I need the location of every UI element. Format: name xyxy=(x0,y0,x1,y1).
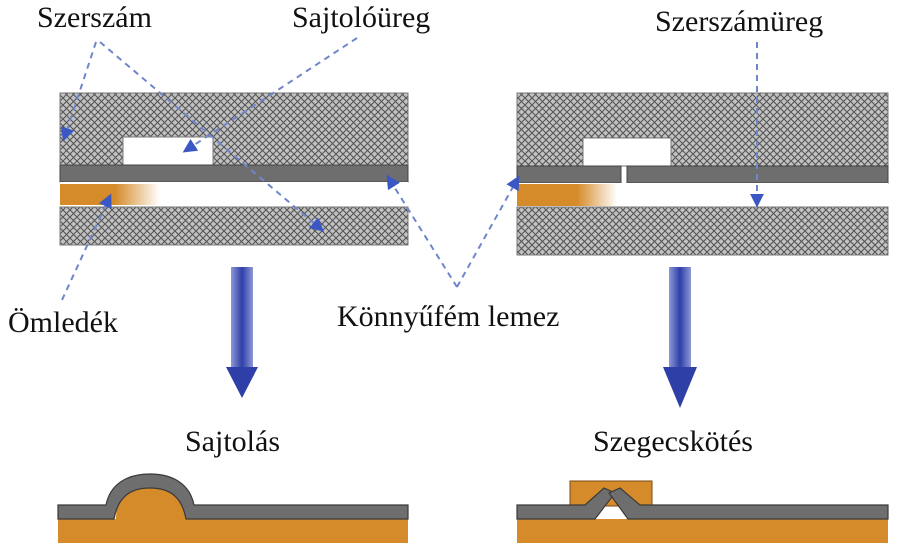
left-melt xyxy=(60,184,160,205)
left-tool-assembly xyxy=(59,92,409,246)
leader-melt xyxy=(61,193,112,301)
pressing-sheet xyxy=(57,473,409,520)
label-tool: Szerszám xyxy=(37,1,152,34)
leader-sheet-right xyxy=(456,175,520,288)
process-arrow-left xyxy=(226,267,258,398)
right-tool-cavity xyxy=(582,137,672,167)
label-press-cavity: Sajtolóüreg xyxy=(292,1,430,34)
pressing-result xyxy=(57,473,409,543)
pressing-melt-base xyxy=(58,519,408,543)
label-melt: Ömledék xyxy=(8,306,118,339)
leader-press-cavity xyxy=(182,37,358,153)
label-tool-cavity: Szerszámüreg xyxy=(655,5,823,38)
riveting-result xyxy=(516,480,889,543)
pressing-melt-bulge xyxy=(116,487,186,519)
right-upper-die xyxy=(516,92,889,167)
label-riveting: Szegecskötés xyxy=(593,425,753,458)
right-sheet-left-part xyxy=(516,165,622,184)
right-tool-assembly xyxy=(516,92,889,256)
label-pressing: Sajtolás xyxy=(185,425,280,458)
left-upper-die xyxy=(59,92,409,166)
left-lower-die xyxy=(59,206,409,246)
leader-lines xyxy=(60,37,764,301)
label-light-metal-sheet: Könnyűfém lemez xyxy=(337,300,559,333)
left-light-metal-sheet xyxy=(59,164,409,183)
rivet-sheet-right xyxy=(608,487,889,520)
right-lower-die xyxy=(516,206,889,256)
right-melt xyxy=(517,184,617,206)
leader-tool-to-lower-die xyxy=(99,41,325,232)
rivet-sheet-left xyxy=(516,487,616,520)
process-arrow-right xyxy=(663,267,697,408)
rivet-melt-base xyxy=(517,519,888,543)
